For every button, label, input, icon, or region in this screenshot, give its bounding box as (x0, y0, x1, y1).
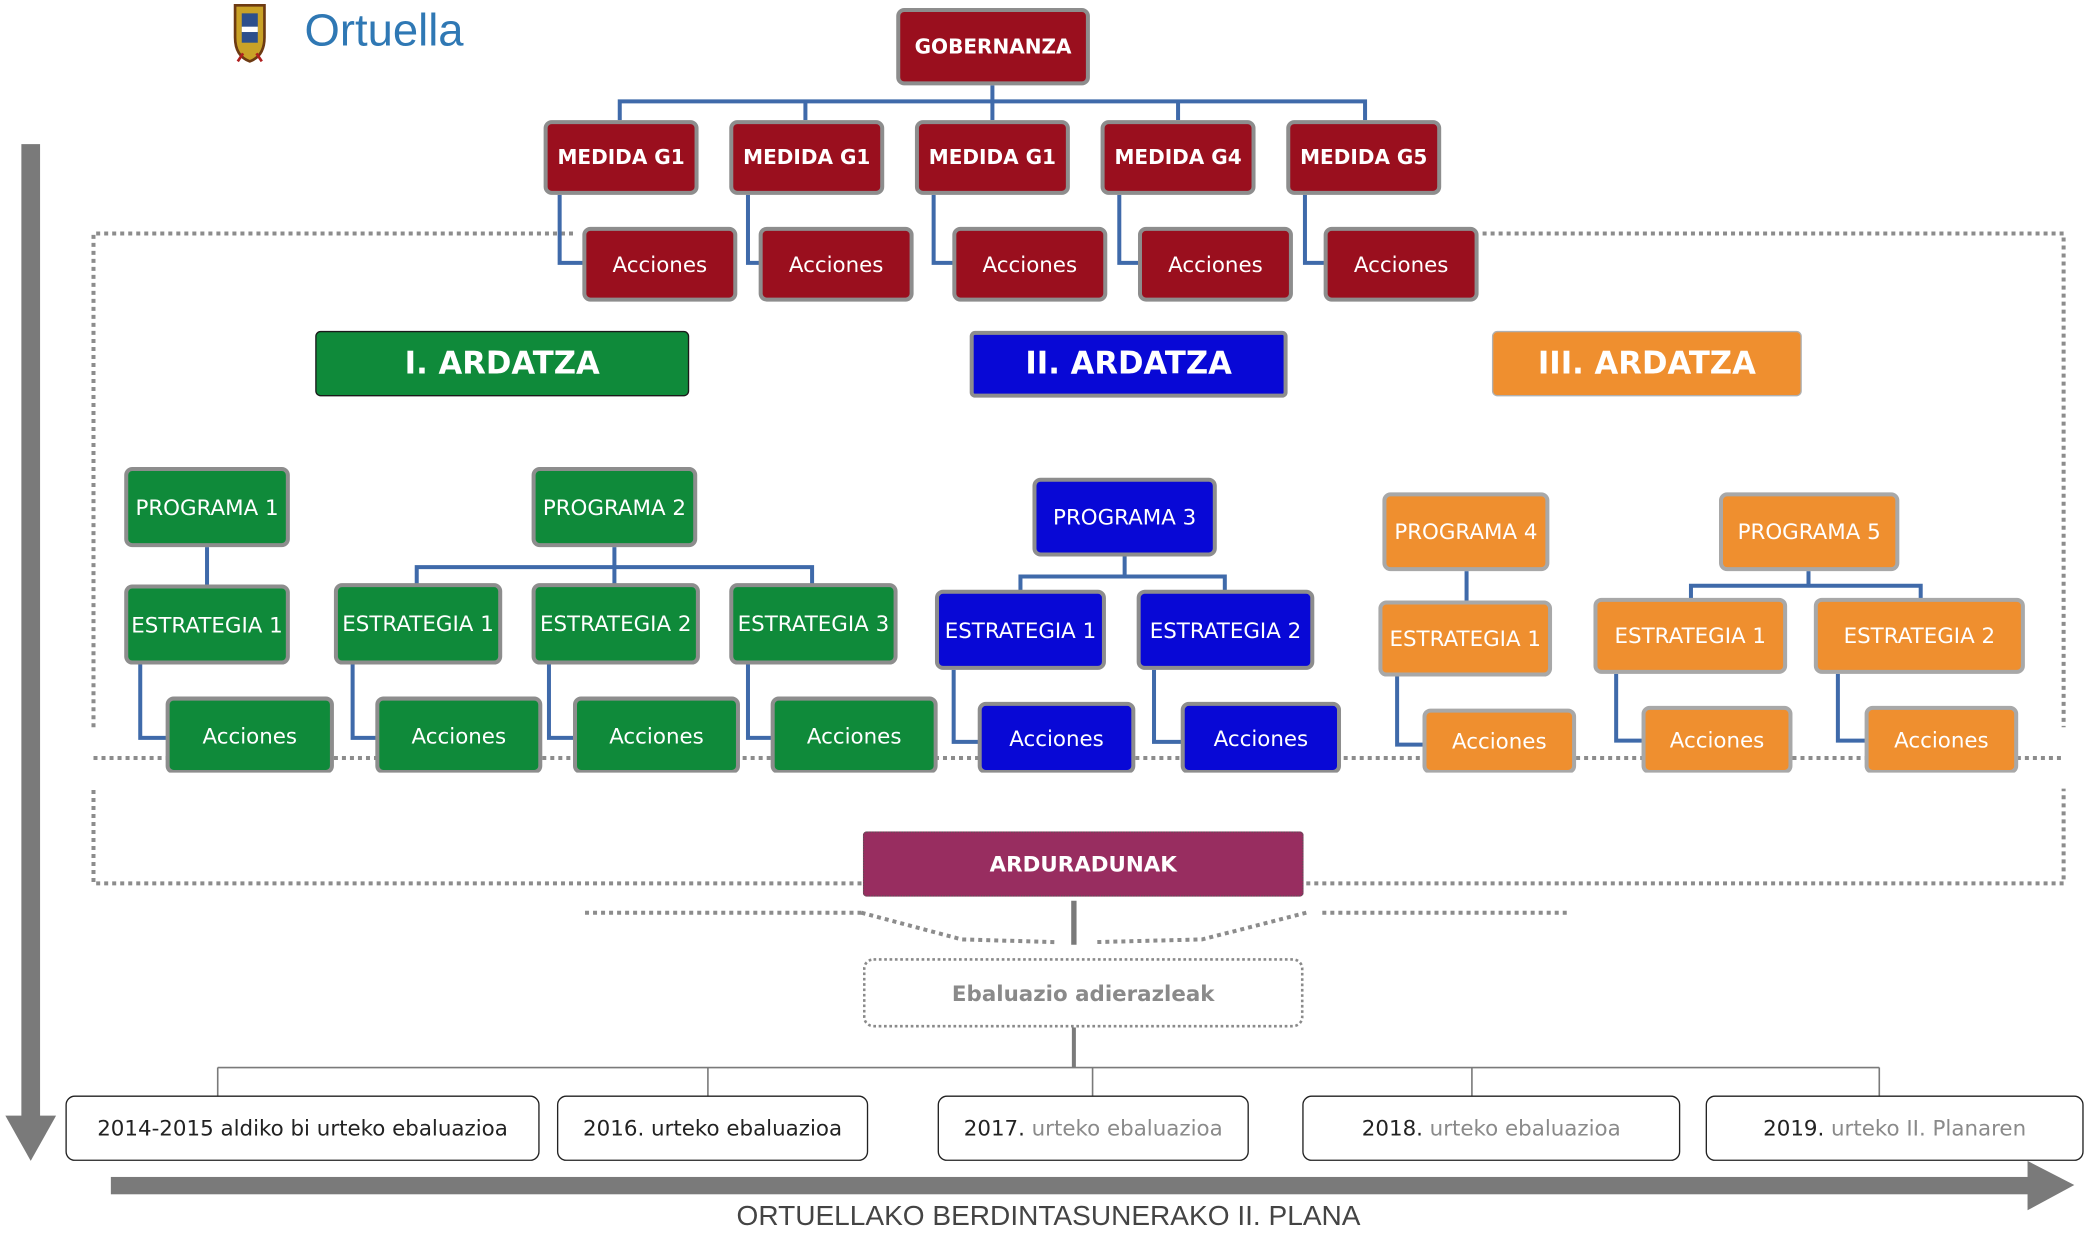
actions: Acciones (375, 696, 543, 774)
actions: Acciones (165, 696, 334, 774)
evaluation-subtitle: urteko ebaluazioa (1429, 1115, 1621, 1141)
measure-actions: Acciones (758, 226, 914, 302)
evaluation-subtitle: urteko II. Planaren (1831, 1115, 2027, 1141)
evaluation-2019: 2019.urteko II. Planaren (1705, 1095, 2084, 1161)
evaluation-year: 2017. (963, 1115, 1025, 1141)
actions: Acciones (1864, 705, 2019, 774)
actions: Acciones (573, 696, 740, 774)
actions: Acciones (977, 701, 1136, 774)
evaluation-2018: 2018.urteko ebaluazioa (1302, 1095, 1681, 1161)
evaluation-2014-2015: 2014-2015 aldiko bi urteko ebaluazioa (65, 1095, 540, 1161)
strategy: ESTRATEGIA 3 (729, 583, 898, 665)
strategy: ESTRATEGIA 2 (531, 583, 700, 665)
measure-g4: MEDIDA G4 (1100, 120, 1256, 195)
responsibles-box: ARDURADUNAK (862, 831, 1304, 897)
measure-g1: MEDIDA G1 (543, 120, 699, 195)
evaluation-2016: 2016. urteko ebaluazioa (556, 1095, 869, 1161)
measure-actions: Acciones (582, 226, 738, 302)
strategy: ESTRATEGIA 2 (1136, 589, 1315, 670)
coat-of-arms-icon (233, 4, 266, 63)
clip-strip (80, 772, 2084, 789)
measure-g1: MEDIDA G1 (729, 120, 885, 195)
axis-3-title: III. ARDATZA (1491, 330, 1802, 397)
measure-actions: Acciones (952, 226, 1108, 302)
strategy: ESTRATEGIA 2 (1813, 597, 2025, 674)
measure-actions: Acciones (1323, 226, 1479, 302)
strategy: ESTRATEGIA 1 (124, 584, 290, 665)
measure-actions: Acciones (1137, 226, 1293, 302)
evaluation-subtitle: urteko ebaluazioa (1031, 1115, 1223, 1141)
program-1: PROGRAMA 1 (124, 467, 290, 548)
strategy: ESTRATEGIA 1 (1593, 597, 1788, 674)
actions: Acciones (770, 696, 938, 774)
plan-title: ORTUELLAKO BERDINTASUNERAKO II. PLANA (736, 1200, 1361, 1232)
measure-g1: MEDIDA G1 (914, 120, 1070, 195)
actions: Acciones (1641, 705, 1793, 774)
actions: Acciones (1180, 701, 1342, 774)
indicators-box: Ebaluazio adierazleak (862, 958, 1304, 1028)
actions: Acciones (1422, 708, 1577, 774)
program-3: PROGRAMA 3 (1032, 477, 1217, 557)
evaluation-label: 2014-2015 aldiko bi urteko ebaluazioa (97, 1115, 508, 1141)
strategy: ESTRATEGIA 1 (333, 583, 503, 665)
measure-g5: MEDIDA G5 (1286, 120, 1442, 195)
program-5: PROGRAMA 5 (1719, 492, 1900, 572)
axis-1-title: I. ARDATZA (315, 330, 690, 397)
evaluation-label: 2016. urteko ebaluazioa (583, 1115, 843, 1141)
evaluation-year: 2018. (1361, 1115, 1423, 1141)
evaluation-2017: 2017.urteko ebaluazioa (937, 1095, 1249, 1161)
program-2: PROGRAMA 2 (531, 467, 698, 548)
axis-2-title: II. ARDATZA (969, 330, 1288, 398)
logo-text: Ortuella (304, 5, 464, 57)
strategy: ESTRATEGIA 1 (1378, 600, 1553, 677)
strategy: ESTRATEGIA 1 (934, 589, 1106, 670)
governance-title: GOBERNANZA (896, 8, 1090, 86)
evaluation-year: 2019. (1763, 1115, 1825, 1141)
program-4: PROGRAMA 4 (1382, 492, 1550, 572)
